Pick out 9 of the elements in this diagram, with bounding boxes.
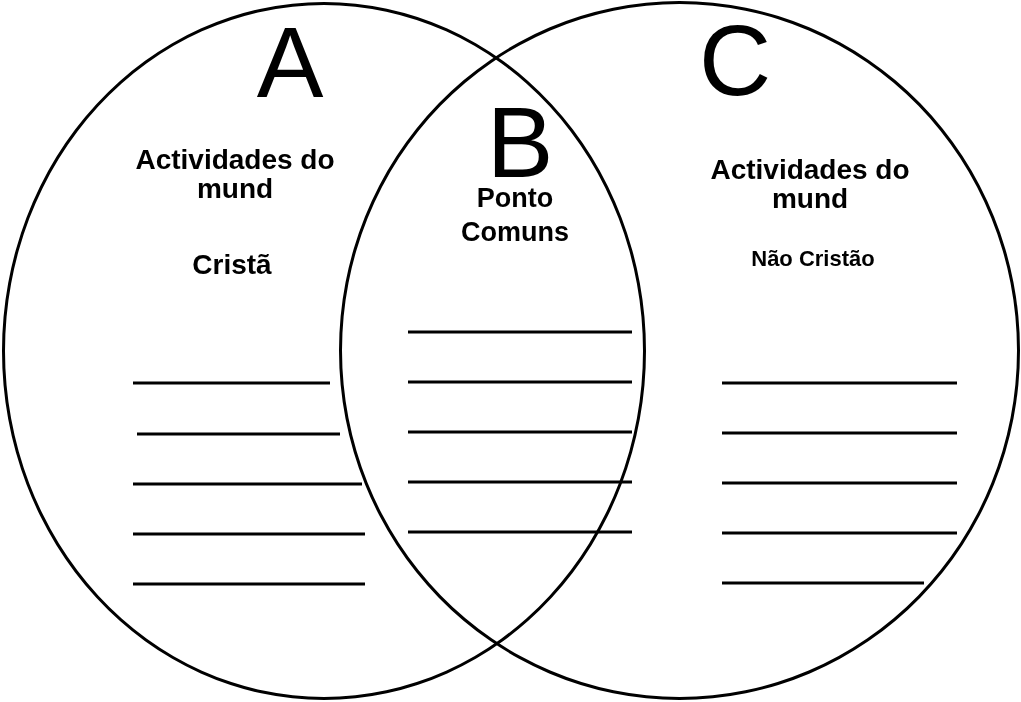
section-heading: Ponto Comuns bbox=[460, 182, 570, 249]
section-heading: Actividades do mund bbox=[134, 145, 336, 204]
section-letter: A bbox=[255, 12, 325, 112]
section-subheading: Cristã bbox=[191, 250, 273, 280]
venn-circle bbox=[339, 1, 1020, 700]
section-subheading: Não Cristão bbox=[750, 245, 876, 273]
section-heading: Actividades do mund bbox=[709, 155, 911, 214]
section-letter: C bbox=[697, 10, 773, 110]
venn-circle bbox=[2, 2, 646, 700]
